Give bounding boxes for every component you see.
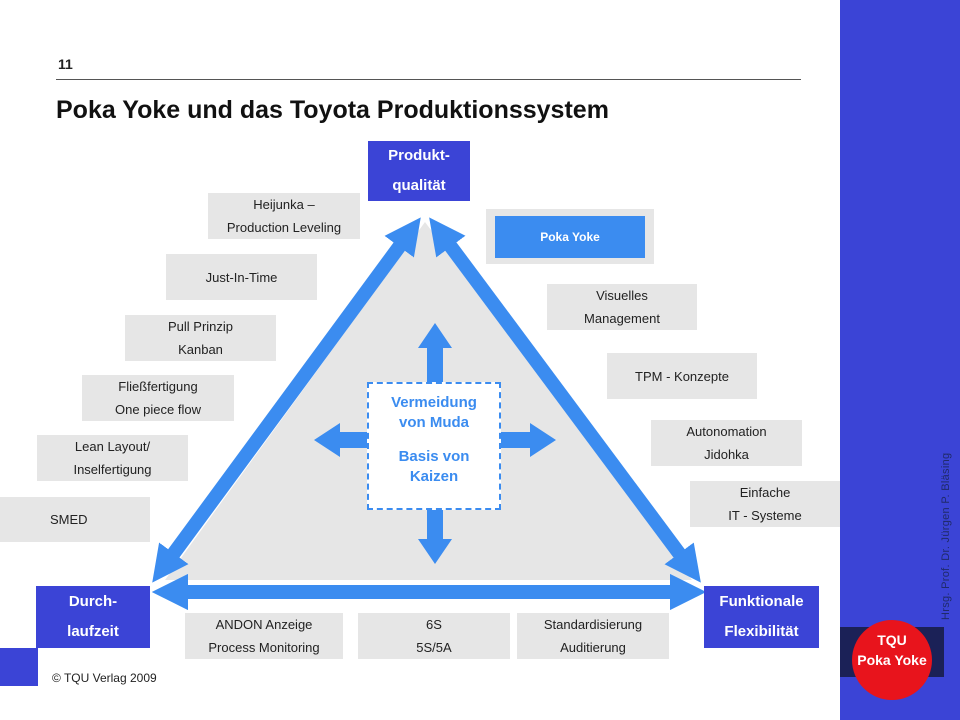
item-text: Just-In-Time [205, 269, 278, 285]
logo-line2: Poka Yoke [857, 652, 927, 668]
corner-right-line1: Funktionale [719, 593, 804, 610]
center-muda-kaizen: Vermeidung von Muda Basis von Kaizen [367, 382, 501, 510]
item-text: Autonomation [686, 424, 767, 439]
center-arrow-right [501, 423, 556, 457]
center-arrow-up [418, 323, 452, 382]
item-lean-layout: Lean Layout/ Inselfertigung [37, 435, 188, 481]
item-text: Heijunka – [253, 197, 315, 212]
logo-circle [852, 620, 932, 700]
item-andon: ANDON Anzeige Process Monitoring [185, 613, 343, 659]
tqu-logo: TQU Poka Yoke [840, 630, 944, 670]
item-text: TPM - Konzepte [635, 368, 729, 384]
page-number: 11 [58, 56, 73, 72]
corner-produktqualitaet: Produkt- qualität [368, 141, 470, 201]
item-text: Production Leveling [226, 220, 342, 235]
right-sidebar [840, 0, 960, 720]
item-heijunka: Heijunka – Production Leveling [208, 193, 360, 239]
copyright: © TQU Verlag 2009 [52, 671, 157, 685]
item-text: SMED [50, 512, 88, 527]
footer-blue-square [0, 648, 38, 686]
corner-funktionale-flexibilitaet: Funktionale Flexibilität [704, 586, 819, 648]
corner-right-line2: Flexibilität [724, 623, 799, 640]
corner-left-line1: Durch- [68, 593, 118, 610]
item-fliessfertigung: Fließfertigung One piece flow [82, 375, 234, 421]
item-visuelles-management: Visuelles Management [547, 284, 697, 330]
header-divider [56, 79, 801, 80]
item-text: Inselfertigung [73, 462, 152, 477]
item-text: Jidohka [704, 447, 749, 462]
center-text: Vermeidung [391, 394, 477, 411]
item-tpm-konzepte: TPM - Konzepte [607, 353, 757, 399]
item-text: Process Monitoring [208, 640, 320, 655]
corner-top-line2: qualität [392, 177, 446, 194]
item-text: Auditierung [560, 640, 626, 655]
item-smed: SMED [0, 497, 150, 542]
corner-left-line2: laufzeit [67, 623, 119, 640]
item-text: Kanban [178, 342, 223, 357]
page-title: Poka Yoke und das Toyota Produktionssyst… [56, 96, 609, 124]
item-text: Fließfertigung [118, 379, 198, 394]
item-it-systeme: Einfache IT - Systeme [690, 481, 840, 527]
center-text: Kaizen [409, 468, 459, 485]
item-standardisierung: Standardisierung Auditierung [517, 613, 669, 659]
item-text: 5S/5A [416, 640, 452, 655]
center-arrow-down [418, 510, 452, 564]
item-text: Visuelles [596, 288, 648, 303]
item-text: 6S [426, 617, 442, 632]
item-6s: 6S 5S/5A [358, 613, 510, 659]
poka-yoke-highlight: Poka Yoke [495, 216, 645, 258]
arrow-top-to-right [429, 217, 701, 583]
corner-top-line1: Produkt- [388, 147, 450, 164]
item-autonomation: Autonomation Jidohka [651, 420, 802, 466]
item-text: Lean Layout/ [74, 439, 151, 454]
logo-line1: TQU [877, 632, 907, 648]
item-text: One piece flow [115, 402, 201, 417]
item-text: Standardisierung [543, 617, 643, 632]
item-text: IT - Systeme [728, 508, 802, 523]
center-text: von Muda [399, 414, 469, 431]
center-arrow-left [314, 423, 367, 457]
item-just-in-time: Just-In-Time [166, 254, 317, 300]
corner-durchlaufzeit: Durch- laufzeit [36, 586, 150, 648]
item-pull-prinzip: Pull Prinzip Kanban [125, 315, 276, 361]
item-text: Einfache [739, 485, 791, 500]
item-text: ANDON Anzeige [215, 617, 313, 632]
item-text: Pull Prinzip [167, 319, 234, 334]
item-text: Management [584, 311, 660, 326]
center-text: Basis von [398, 448, 470, 465]
arrow-top-to-left [152, 217, 421, 583]
